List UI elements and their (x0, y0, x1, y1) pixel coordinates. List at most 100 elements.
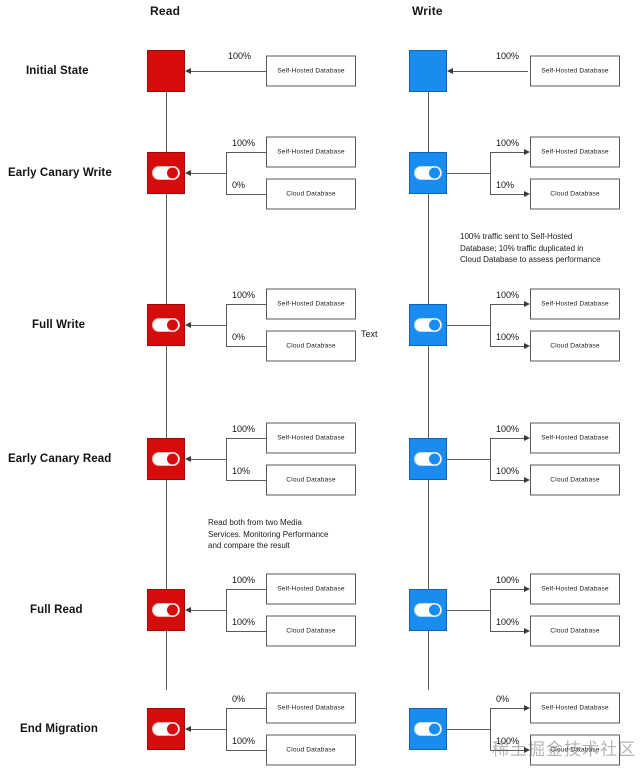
read-compare-note: Read both from two Media Services. Monit… (208, 518, 329, 550)
write-arrow-0 (447, 68, 453, 74)
read-toggle-knob-4 (166, 603, 179, 617)
read-db-5-1: Cloud Database (266, 734, 356, 766)
write-leg-3-0 (490, 438, 524, 439)
write-spine (428, 50, 429, 690)
write-arrow-2-0 (524, 301, 530, 307)
write-pct-1-0: 100% (496, 138, 520, 148)
column-header-write: Write (412, 4, 443, 18)
write-toggle-knob-4 (428, 603, 441, 617)
read-trunk-3 (191, 459, 226, 460)
write-node-0[interactable] (409, 50, 447, 92)
write-db-1-0: Self-Hosted Database (530, 136, 620, 168)
write-db-2-0: Self-Hosted Database (530, 288, 620, 320)
read-pct-1-0: 100% (232, 138, 256, 148)
read-toggle-5[interactable] (152, 722, 180, 736)
write-toggle-4[interactable] (414, 603, 442, 617)
read-leg-4-1 (226, 631, 266, 632)
read-arrow-2 (185, 322, 191, 328)
read-pct-4-0: 100% (232, 575, 256, 585)
read-pct-3-0: 100% (232, 424, 256, 434)
stage-label-2: Full Write (32, 319, 86, 331)
read-pct-5-1: 100% (232, 736, 256, 746)
read-node-1[interactable] (147, 152, 185, 194)
write-node-1[interactable] (409, 152, 447, 194)
write-toggle-2[interactable] (414, 318, 442, 332)
write-pct-4-0: 100% (496, 575, 520, 585)
write-db-0-0: Self-Hosted Database (530, 55, 620, 87)
write-db-4-0: Self-Hosted Database (530, 573, 620, 605)
write-arrow-3-0 (524, 435, 530, 441)
write-arrow-2-1 (524, 343, 530, 349)
read-toggle-2[interactable] (152, 318, 180, 332)
read-db-1-0: Self-Hosted Database (266, 136, 356, 168)
read-toggle-1[interactable] (152, 166, 180, 180)
read-node-2[interactable] (147, 304, 185, 346)
read-arrow-5 (185, 726, 191, 732)
write-db-2-1: Cloud Database (530, 330, 620, 362)
write-leg-4-1 (490, 631, 524, 632)
read-toggle-3[interactable] (152, 452, 180, 466)
write-leg-2-0 (490, 304, 524, 305)
read-leg-1-0 (226, 152, 266, 153)
read-db-2-1: Cloud Database (266, 330, 356, 362)
read-node-3[interactable] (147, 438, 185, 480)
read-arrow-1 (185, 170, 191, 176)
write-leg-3-1 (490, 480, 524, 481)
write-leg-5-1 (490, 750, 524, 751)
read-pct-2-1: 0% (232, 332, 246, 342)
read-node-0[interactable] (147, 50, 185, 92)
column-header-read: Read (150, 4, 181, 18)
write-branch-5 (490, 708, 491, 750)
read-arrow-0 (185, 68, 191, 74)
write-pct-3-0: 100% (496, 424, 520, 434)
write-arrow-5-0 (524, 705, 530, 711)
read-toggle-knob-3 (166, 452, 179, 466)
read-pct-3-1: 10% (232, 466, 251, 476)
read-node-4[interactable] (147, 589, 185, 631)
read-pct-5-0: 0% (232, 694, 246, 704)
write-toggle-3[interactable] (414, 452, 442, 466)
write-trunk-4 (447, 610, 490, 611)
write-toggle-knob-1 (428, 166, 441, 180)
read-db-0-0: Self-Hosted Database (266, 55, 356, 87)
write-db-3-1: Cloud Database (530, 464, 620, 496)
read-db-4-0: Self-Hosted Database (266, 573, 356, 605)
read-toggle-knob-2 (166, 318, 179, 332)
write-db-5-0: Self-Hosted Database (530, 692, 620, 724)
write-node-4[interactable] (409, 589, 447, 631)
write-db-1-1: Cloud Database (530, 178, 620, 210)
read-db-5-0: Self-Hosted Database (266, 692, 356, 724)
read-leg-3-1 (226, 480, 266, 481)
stage-label-4: Full Read (30, 604, 83, 616)
write-toggle-1[interactable] (414, 166, 442, 180)
write-db-3-0: Self-Hosted Database (530, 422, 620, 454)
write-leg-2-1 (490, 346, 524, 347)
write-node-2[interactable] (409, 304, 447, 346)
write-node-5[interactable] (409, 708, 447, 750)
read-arrow-3 (185, 456, 191, 462)
read-branch-3 (226, 438, 227, 480)
write-branch-4 (490, 589, 491, 631)
stage-label-0: Initial State (26, 65, 89, 77)
write-toggle-knob-5 (428, 722, 441, 736)
write-pct-5-1: 100% (496, 736, 520, 746)
write-toggle-5[interactable] (414, 722, 442, 736)
stage-label-5: End Migration (20, 723, 98, 735)
read-trunk-2 (191, 325, 226, 326)
write-arrow-1-1 (524, 191, 530, 197)
read-trunk-1 (191, 173, 226, 174)
write-branch-2 (490, 304, 491, 346)
read-toggle-knob-5 (166, 722, 179, 736)
read-node-5[interactable] (147, 708, 185, 750)
read-toggle-4[interactable] (152, 603, 180, 617)
write-arrow-1-0 (524, 149, 530, 155)
write-arrow-3-1 (524, 477, 530, 483)
read-leg-1-1 (226, 194, 266, 195)
write-branch-1 (490, 152, 491, 194)
read-branch-1 (226, 152, 227, 194)
write-node-3[interactable] (409, 438, 447, 480)
write-toggle-knob-2 (428, 318, 441, 332)
read-toggle-knob-1 (166, 166, 179, 180)
write-leg-4-0 (490, 589, 524, 590)
